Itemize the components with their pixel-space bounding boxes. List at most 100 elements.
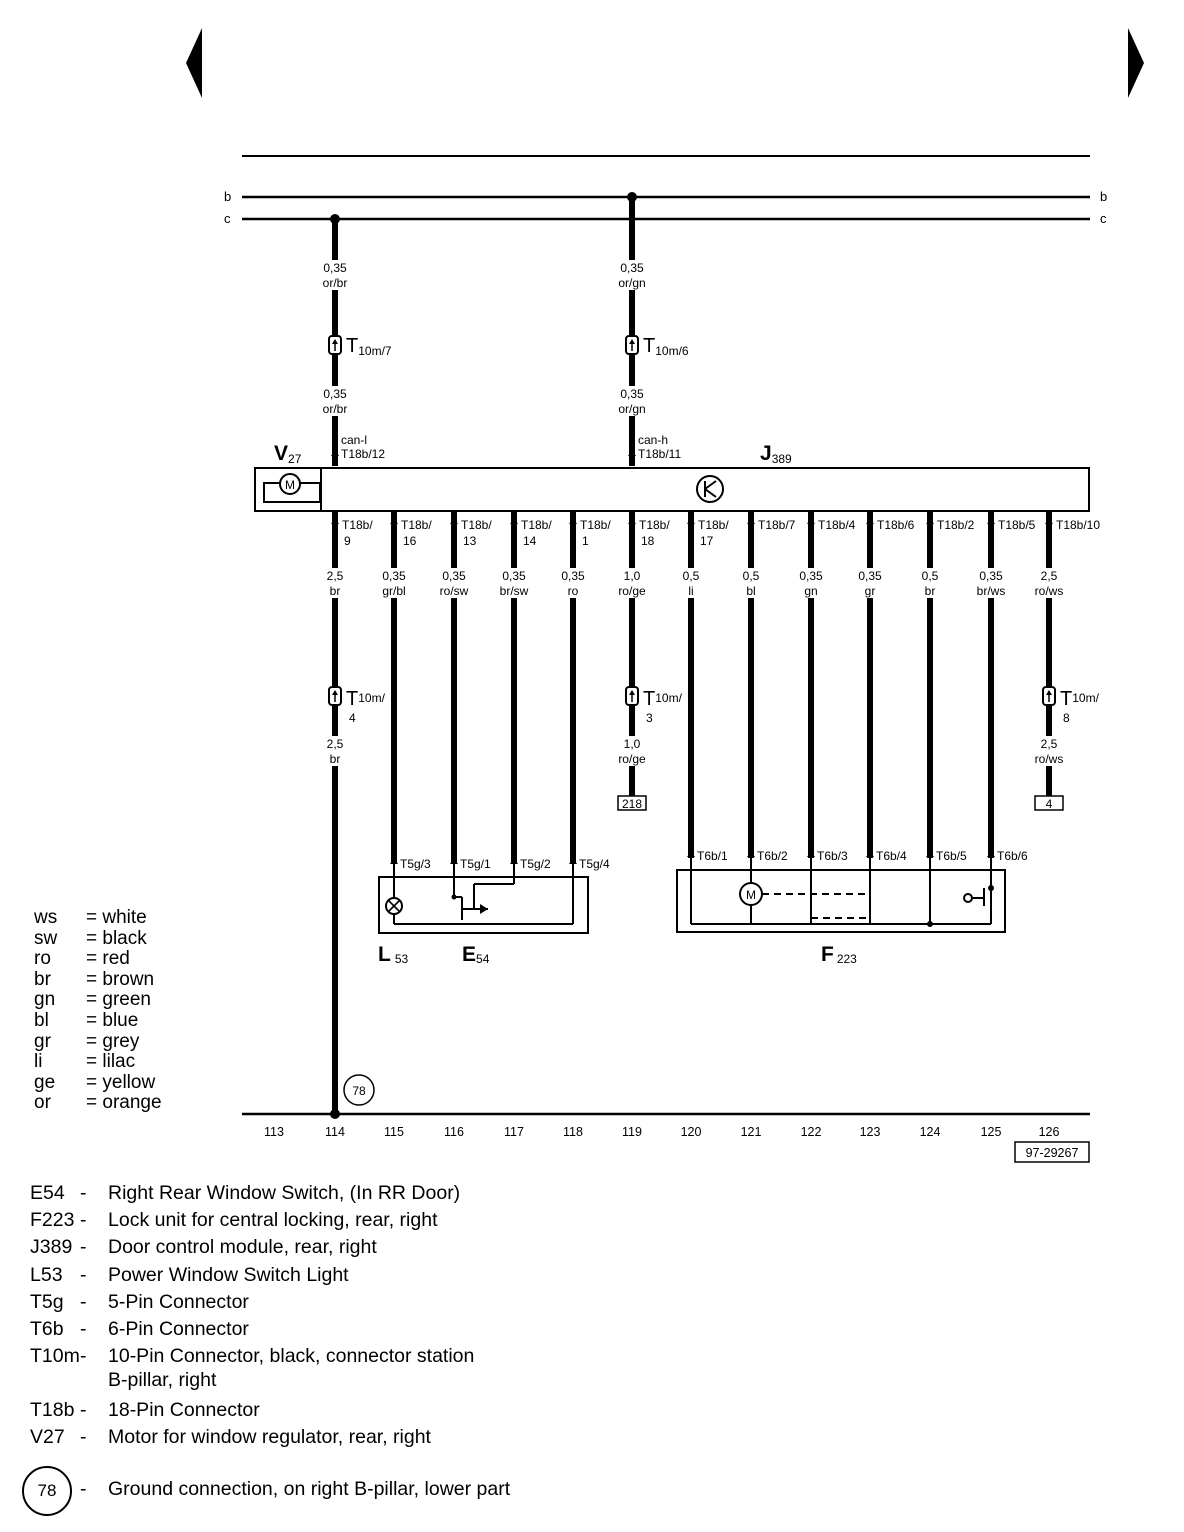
pin-arrow-121 (747, 518, 755, 524)
color-name: blue (102, 1009, 139, 1031)
next-page-arrow-icon[interactable] (1128, 28, 1144, 98)
j389-label: J389 (760, 442, 792, 466)
drawing-number: 97-29267 (1026, 1146, 1079, 1160)
pin-label-118: T18b/ (580, 518, 611, 532)
pin-arrow-122 (807, 518, 815, 524)
pin-label-122: T18b/4 (818, 518, 856, 532)
pin-label-125: T18b/5 (998, 518, 1036, 532)
column-number: 122 (801, 1125, 822, 1139)
color-code: ro (34, 948, 51, 970)
component-code: J389 (30, 1236, 73, 1259)
top-pin-114: T18b/12 (341, 447, 385, 461)
color-code: sw (34, 927, 58, 949)
wire-color-116: ro/sw (440, 584, 469, 598)
equals-sign: = (86, 907, 103, 928)
pin-arrow-126 (1045, 518, 1053, 524)
equals-sign: = (86, 1030, 103, 1052)
junction-dot-114 (330, 214, 340, 224)
component-code: T5g (30, 1290, 64, 1313)
column-number: 125 (981, 1125, 1002, 1139)
color-code: ge (34, 1071, 56, 1093)
wire-color-124: br (925, 584, 936, 598)
top-wire-color2-114: or/br (323, 402, 348, 416)
module-electronics-icon (696, 475, 724, 503)
wire-size-122: 0,35 (799, 569, 823, 583)
pin-label-121: T18b/7 (758, 518, 796, 532)
lower-wire-color-126: ro/ws (1035, 752, 1064, 766)
component-code: T10m (30, 1345, 80, 1368)
color-name: green (102, 989, 151, 1011)
svg-text:M: M (746, 888, 756, 902)
t5g-pin-label: T5g/1 (460, 857, 491, 871)
v27-motor-icon: M (263, 473, 321, 503)
component-code: T6b (30, 1317, 64, 1340)
svg-text:M: M (285, 478, 295, 492)
ground-78-label: 78 (352, 1084, 366, 1098)
equals-sign: = (86, 1071, 103, 1093)
pin-label-117: T18b/ (521, 518, 552, 532)
color-code: gr (34, 1030, 51, 1052)
color-legend-row: gn= green (34, 990, 162, 1011)
wire-size-125: 0,35 (979, 569, 1003, 583)
pin-arrow-t6b (987, 851, 995, 857)
t6b-pin-label: T6b/5 (936, 849, 967, 863)
pin-arrow-t5g (390, 858, 398, 864)
lower-connector-label-126: T10m/ (1060, 688, 1100, 710)
equals-sign: = (86, 1051, 103, 1073)
component-description: Power Window Switch Light (108, 1263, 349, 1286)
t5g-pin-label: T5g/2 (520, 857, 551, 871)
pin-arrow-t6b (687, 851, 695, 857)
top-wire-color2-119: or/gn (618, 402, 645, 416)
lower-connector-pin-126: 8 (1063, 711, 1070, 725)
ground-key-dash: - (80, 1478, 87, 1500)
pin-label-126: T18b/10 (1056, 518, 1100, 532)
equals-sign: = (86, 1092, 103, 1114)
t5g-pin-label: T5g/3 (400, 857, 431, 871)
wire-size-121: 0,5 (743, 569, 760, 583)
color-name: red (102, 948, 130, 970)
connector-t10m-icon (625, 686, 639, 706)
pin-sub-117: 14 (523, 534, 537, 548)
lower-wire-color-114: br (330, 752, 341, 766)
top-wire-color-119: or/gn (618, 276, 645, 290)
component-description: Door control module, rear, right (108, 1236, 377, 1259)
ground-key-symbol: 78 (22, 1466, 72, 1516)
switch-light-icon (385, 897, 403, 915)
connector-t10m-icon (328, 686, 342, 706)
color-name: yellow (102, 1071, 156, 1093)
pin-arrow-116 (450, 518, 458, 524)
equals-sign: = (86, 1009, 103, 1031)
lock-junction-dot (927, 921, 933, 927)
color-legend-row: li= lilac (34, 1051, 162, 1073)
pin-arrow-t6b (747, 851, 755, 857)
pin-label-119: T18b/ (639, 518, 670, 532)
previous-page-arrow-icon[interactable] (186, 28, 202, 98)
rail-b-label-left: b (224, 189, 231, 204)
pin-sub-116: 13 (463, 534, 477, 548)
rail-c-label-right: c (1100, 211, 1107, 226)
key-dash: - (80, 1236, 87, 1259)
pin-arrow-t6b (807, 851, 815, 857)
t6b-pin-label: T6b/6 (997, 849, 1028, 863)
wire-size-123: 0,35 (858, 569, 882, 583)
color-code: or (34, 1092, 51, 1114)
pin-arrow-115 (390, 518, 398, 524)
lock-switch-icon (963, 888, 985, 906)
pin-arrow-t6b (926, 851, 934, 857)
color-code: ws (34, 907, 58, 928)
pin-arrow-117 (510, 518, 518, 524)
wire-size-119: 1,0 (624, 569, 641, 583)
rail-b-label-right: b (1100, 189, 1107, 204)
color-name: grey (102, 1030, 140, 1052)
lock-motor-icon: M (739, 882, 870, 919)
wire-color-122: gn (804, 584, 817, 598)
ground-key-number: 78 (37, 1481, 57, 1500)
color-name: white (102, 907, 147, 928)
connector-t10m-icon (1042, 686, 1056, 706)
top-wire-color-114: or/br (323, 276, 348, 290)
lower-connector-label-119: T10m/ (643, 688, 683, 710)
